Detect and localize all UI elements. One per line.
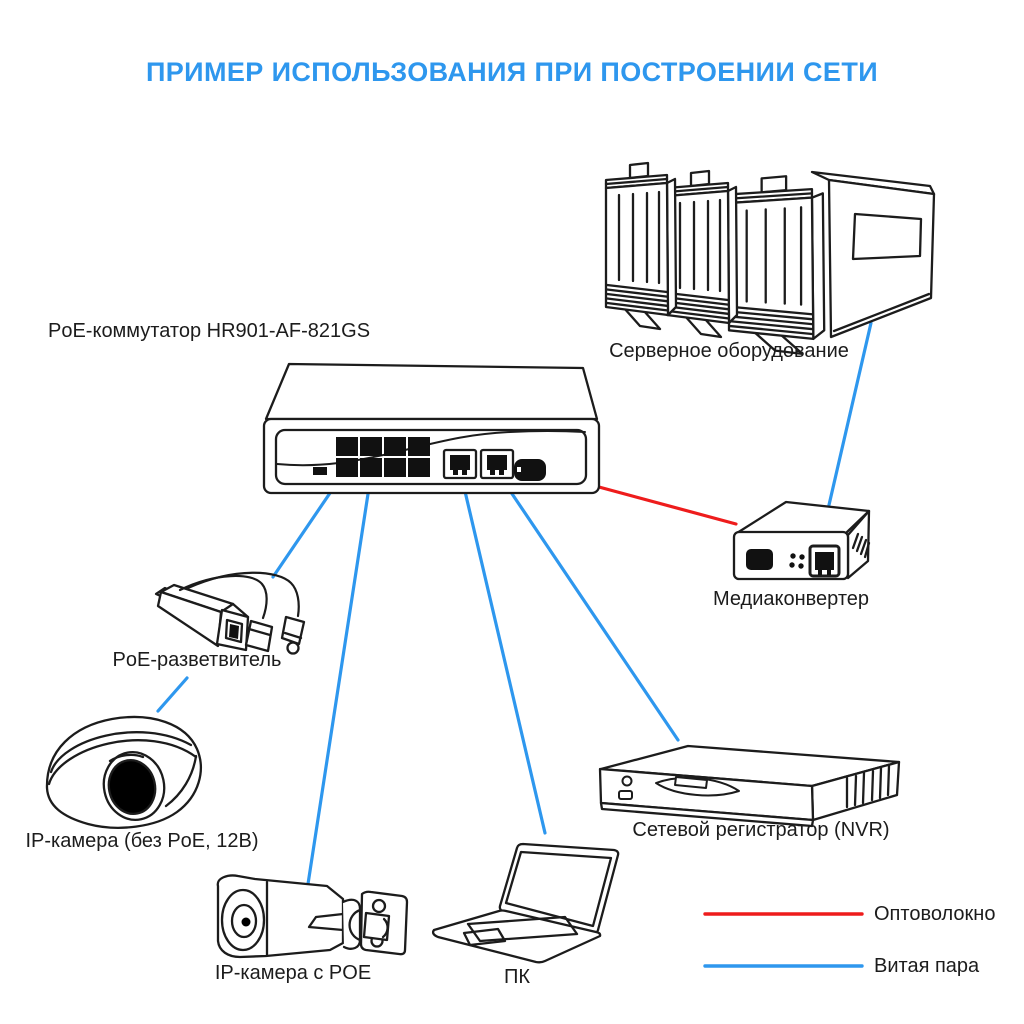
link-media-converter-server <box>829 323 871 505</box>
page-title: ПРИМЕР ИСПОЛЬЗОВАНИЯ ПРИ ПОСТРОЕНИИ СЕТИ <box>145 57 879 87</box>
server-label: Серверное оборудование <box>609 340 849 362</box>
sfp-port <box>514 459 546 481</box>
poe-splitter-drawing <box>156 573 304 654</box>
poe-splitter-label: PoE-разветвитель <box>112 649 282 671</box>
server-equipment-drawing <box>604 161 934 356</box>
poe-switch-drawing <box>264 364 599 493</box>
rj45-ports <box>336 437 430 477</box>
legend-twisted-pair-label: Витая пара <box>874 955 980 977</box>
media-converter-drawing <box>734 502 869 579</box>
dome-camera-drawing <box>47 717 201 828</box>
link-switch-nvr <box>496 470 678 740</box>
switch-label: PoE-коммутатор HR901-AF-821GS <box>48 320 371 342</box>
nvr-drawing <box>600 746 899 826</box>
link-switch-bullet-camera <box>308 468 372 884</box>
link-splitter-dome-camera <box>158 678 187 711</box>
bullet-camera-drawing <box>218 875 407 957</box>
legend-lines <box>705 914 862 966</box>
link-switch-pc <box>460 470 545 833</box>
pc-label: ПК <box>503 966 531 988</box>
dome-camera-label: IP-камера (без PoE, 12В) <box>25 830 259 852</box>
media-converter-label: Медиаконвертер <box>712 588 870 610</box>
uplink-ports <box>444 450 513 478</box>
laptop-drawing <box>433 844 618 962</box>
legend-fiber-label: Оптоволокно <box>874 903 996 925</box>
nvr-label: Сетевой регистратор (NVR) <box>632 819 890 841</box>
bullet-camera-label: IP-камера с POE <box>214 962 372 984</box>
